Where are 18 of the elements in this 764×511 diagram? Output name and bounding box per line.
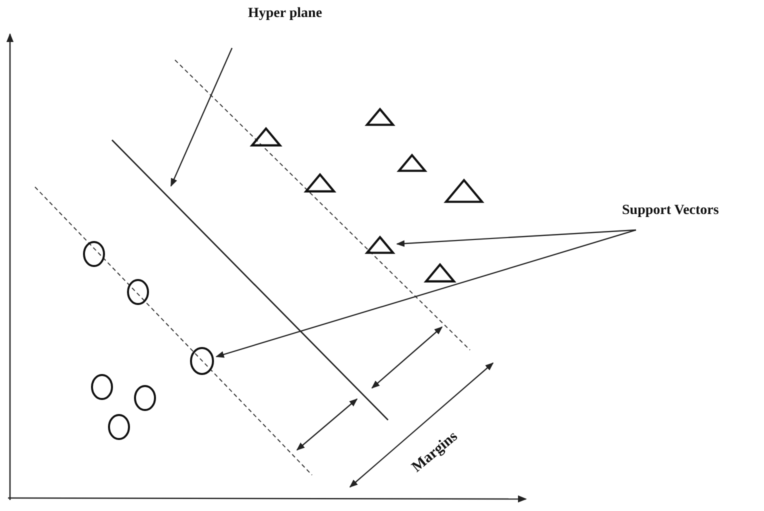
arrow (396, 229, 636, 247)
circle-point (83, 241, 105, 267)
triangle-point (364, 107, 396, 126)
arrow (170, 48, 233, 187)
circle-point (190, 347, 214, 375)
circle-point (134, 385, 156, 411)
circle-point (108, 414, 130, 440)
triangle-point (396, 153, 428, 172)
circle-point (127, 279, 149, 305)
callout-label: Hyper plane (248, 6, 322, 22)
circle-point (91, 374, 113, 400)
arrow (216, 229, 636, 358)
triangle-point (364, 235, 396, 254)
triangle-point (304, 172, 336, 192)
callout-label: Support Vectors (622, 203, 719, 218)
triangle-point (444, 178, 484, 203)
triangle-point (424, 262, 456, 282)
triangle-point (250, 126, 282, 146)
